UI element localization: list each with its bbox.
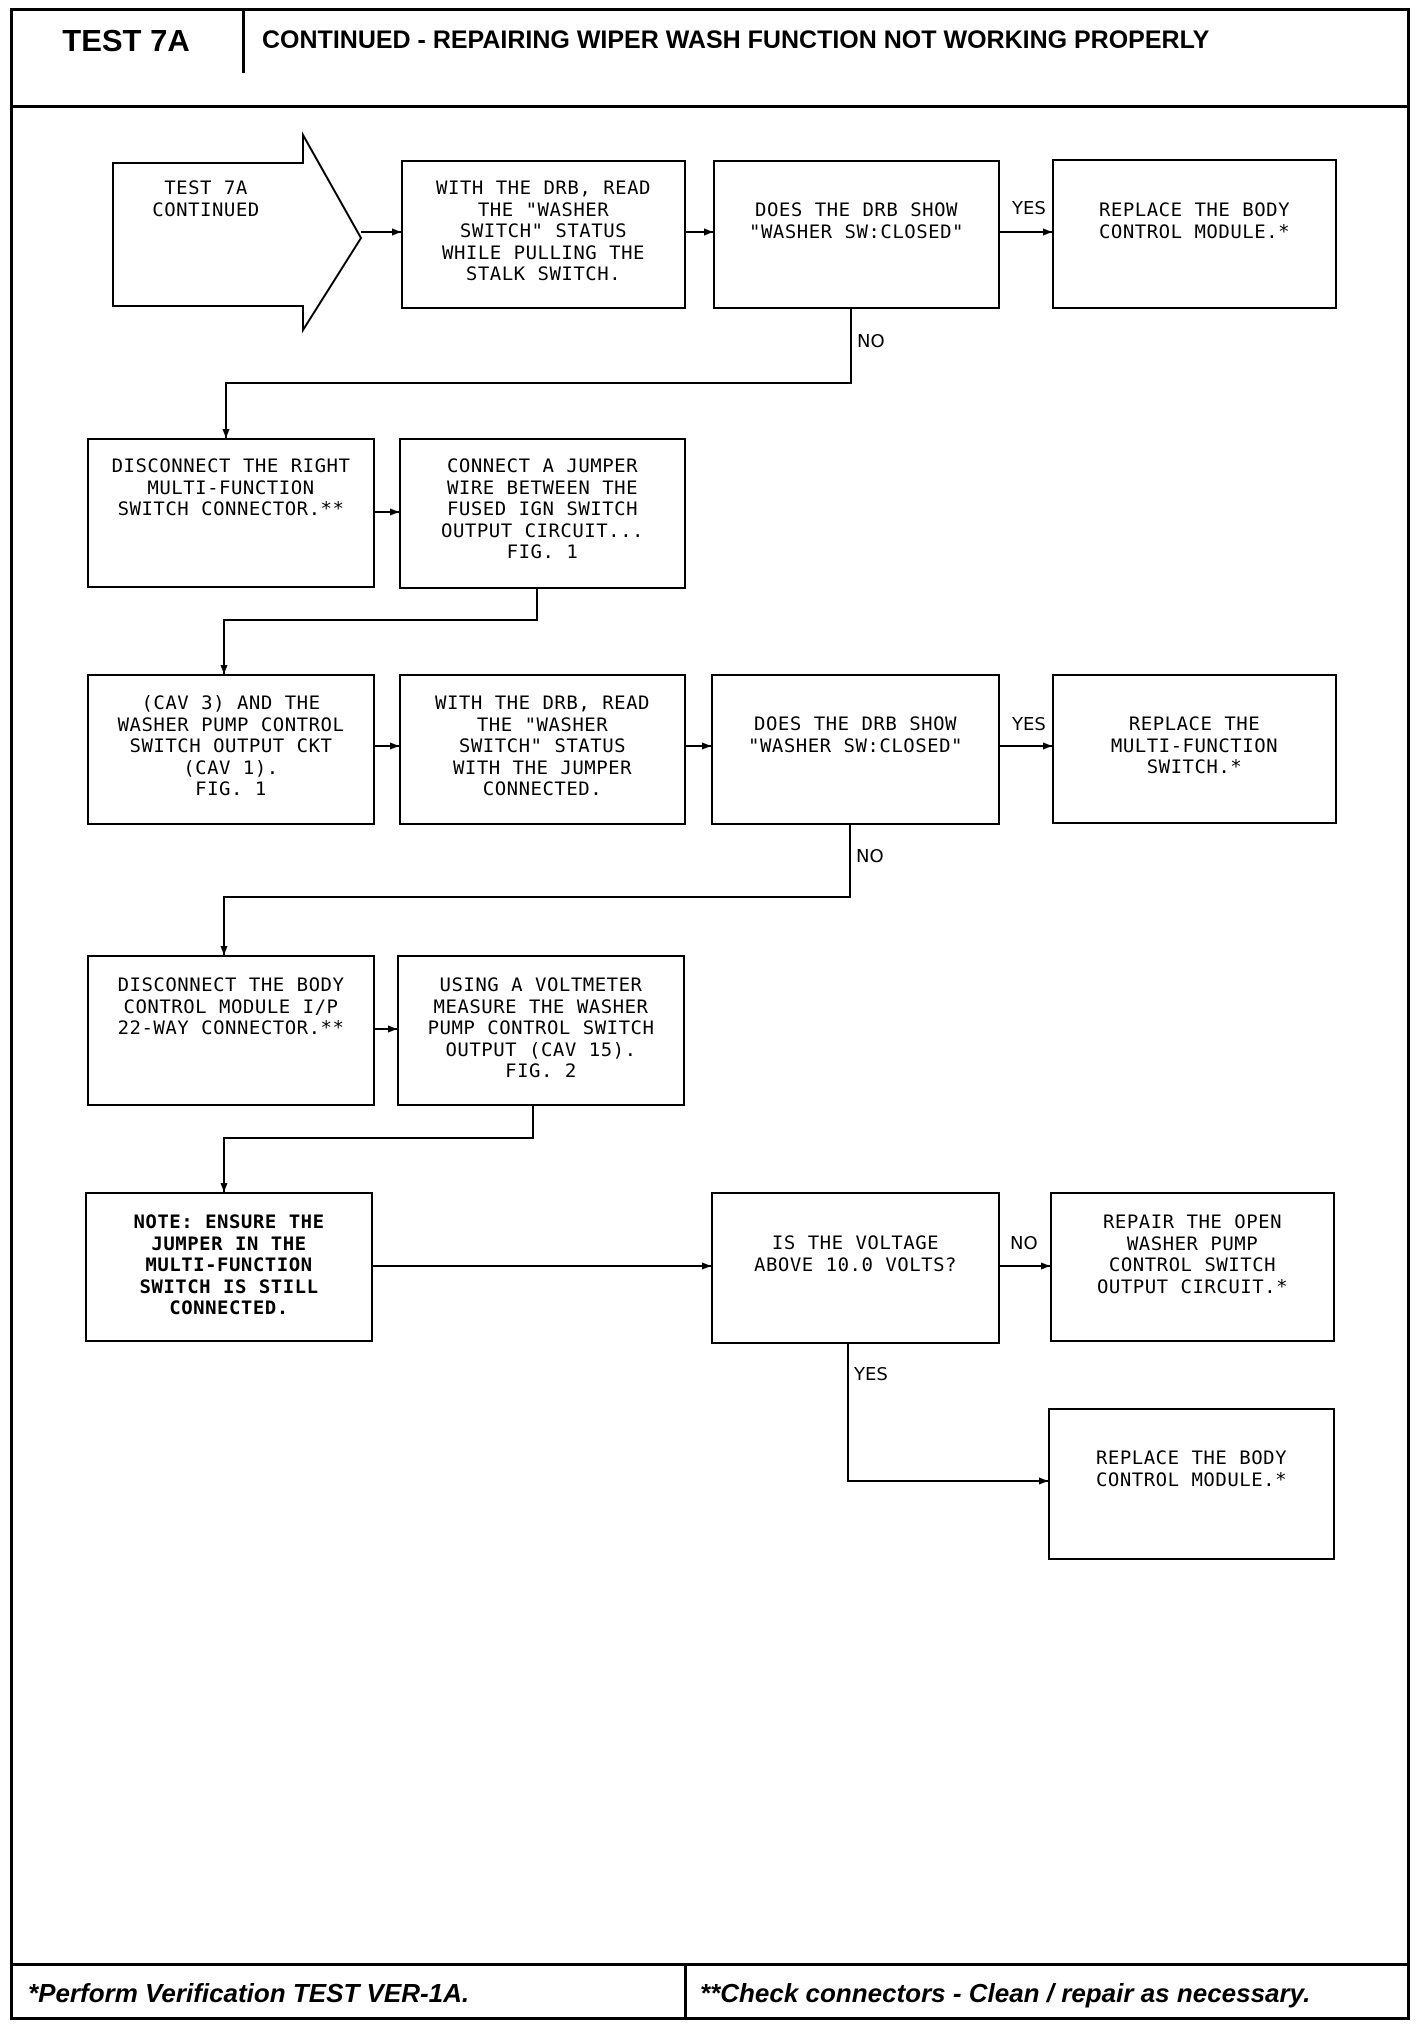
footer-divider <box>10 1963 1410 1966</box>
disconnect-mfs-box <box>87 438 375 588</box>
connect-jumper-text: CONNECT A JUMPER WIRE BETWEEN THE FUSED … <box>441 455 644 563</box>
decision-washer-closed-1-text: DOES THE DRB SHOW "WASHER SW:CLOSED" <box>749 199 964 243</box>
replace-bcm-1-text: REPLACE THE BODY CONTROL MODULE.* <box>1098 199 1291 243</box>
read-status-stalk-box <box>401 160 686 309</box>
edge-label-yes-2: YES <box>1012 714 1046 735</box>
decision-voltage-box <box>711 1192 1000 1344</box>
decision-washer-closed-2-text: DOES THE DRB SHOW "WASHER SW:CLOSED" <box>748 713 963 757</box>
replace-mfs-box <box>1052 674 1337 824</box>
page-title: CONTINUED - REPAIRING WIPER WASH FUNCTIO… <box>262 26 1210 54</box>
connect-jumper-box <box>399 438 686 589</box>
edge-label-no-2: NO <box>856 846 884 867</box>
repair-open-text: REPAIR THE OPEN WASHER PUMP CONTROL SWIT… <box>1096 1211 1289 1298</box>
read-status-jumper-text: WITH THE DRB, READ THE "WASHER SWITCH" S… <box>435 692 650 800</box>
replace-bcm-2-box <box>1048 1408 1335 1560</box>
voltmeter-text: USING A VOLTMETER MEASURE THE WASHER PUM… <box>427 974 655 1082</box>
footer-verification-note: *Perform Verification TEST VER-1A. <box>28 1977 470 2008</box>
cav3-washer-pump-box <box>87 674 375 825</box>
test-tag: TEST 7A <box>10 8 245 73</box>
replace-mfs-text: REPLACE THE MULTI-FUNCTION SWITCH.* <box>1110 713 1279 778</box>
disconnect-bcm-box <box>87 955 375 1106</box>
page-frame <box>10 8 1410 2020</box>
edge-label-yes-1: YES <box>1012 198 1046 219</box>
voltmeter-box <box>397 955 685 1106</box>
decision-voltage-text: IS THE VOLTAGE ABOVE 10.0 VOLTS? <box>754 1232 957 1276</box>
footer-column-divider <box>684 1963 687 2020</box>
replace-bcm-1-box <box>1052 159 1337 309</box>
replace-bcm-2-text: REPLACE THE BODY CONTROL MODULE.* <box>1095 1447 1288 1491</box>
edge-label-yes-3: YES <box>854 1364 888 1385</box>
read-status-stalk-text: WITH THE DRB, READ THE "WASHER SWITCH" S… <box>436 177 651 285</box>
edge-label-no-1: NO <box>857 331 885 352</box>
start-node-text: TEST 7A CONTINUED <box>152 177 260 221</box>
cav3-washer-pump-text: (CAV 3) AND THE WASHER PUMP CONTROL SWIT… <box>117 692 345 800</box>
note-jumper-box <box>85 1192 373 1342</box>
edge-label-no-3: NO <box>1010 1233 1038 1254</box>
disconnect-bcm-text: DISCONNECT THE BODY CONTROL MODULE I/P 2… <box>117 974 345 1039</box>
header-divider <box>10 105 1410 108</box>
decision-washer-closed-1-box <box>713 160 1000 309</box>
note-jumper-text: NOTE: ENSURE THE JUMPER IN THE MULTI-FUN… <box>133 1211 325 1319</box>
footer-connector-note: **Check connectors - Clean / repair as n… <box>700 1977 1311 2008</box>
decision-washer-closed-2-box <box>711 674 1000 825</box>
disconnect-mfs-text: DISCONNECT THE RIGHT MULTI-FUNCTION SWIT… <box>111 455 351 520</box>
start-arrow-shape <box>112 131 363 334</box>
repair-open-box <box>1050 1192 1335 1342</box>
read-status-jumper-box <box>399 674 686 825</box>
